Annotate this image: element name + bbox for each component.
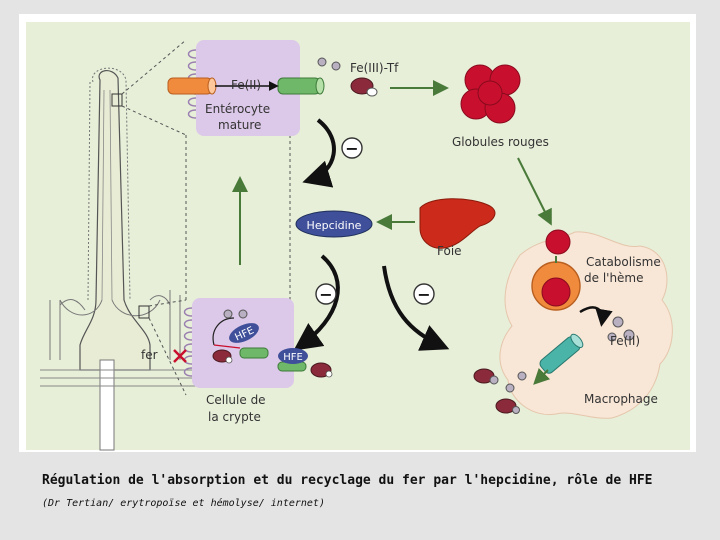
- figure-caption-title: Régulation de l'absorption et du recycla…: [42, 473, 653, 488]
- enterocyte-label: Entérocyte: [205, 102, 270, 116]
- catabolisme-label-line2: de l'hème: [584, 271, 644, 285]
- foie-label: Foie: [437, 244, 462, 258]
- hepcidine-molecule: [295, 210, 373, 238]
- hfe-label-2: HFE: [283, 352, 303, 363]
- zoom-lines: [121, 39, 291, 396]
- minus-badges: [315, 137, 435, 305]
- inhibition-arrows: [293, 118, 450, 351]
- globules-label: Globules rouges: [452, 135, 549, 149]
- catabolisme-label: Catabolisme: [586, 255, 661, 269]
- liver-organ: [419, 198, 496, 249]
- figure-caption-credit: (Dr Tertian/ erytropoïse et hémolyse/ in…: [42, 498, 325, 509]
- minus-sign-macrophage: −: [417, 285, 430, 304]
- blocked-cross-icon: [173, 349, 187, 363]
- iron-dots-top: [317, 57, 341, 71]
- macrophage-cell: [499, 229, 673, 419]
- crypt-label: Cellule de: [206, 393, 266, 407]
- fe2-macrophage-label: Fe(II): [610, 334, 640, 348]
- crypt-cell: [183, 298, 333, 388]
- red-blood-cells: [460, 64, 521, 124]
- fer-label: fer: [141, 348, 158, 362]
- fe3-tf-label: Fe(III)-Tf: [350, 61, 399, 75]
- arrow-to-macrophage: [517, 157, 552, 226]
- transferrin-molecule: [350, 77, 378, 97]
- intestinal-villus: [40, 67, 200, 451]
- hepcidine-label: Hepcidine: [307, 219, 362, 232]
- released-iron: [473, 368, 527, 414]
- enterocyte-label-line2: mature: [218, 118, 261, 132]
- crypt-label-line2: la crypte: [208, 410, 261, 424]
- mature-enterocyte-cell: [167, 40, 325, 136]
- minus-sign-top: −: [345, 139, 358, 158]
- fe2-top-label: Fe(II): [231, 78, 261, 92]
- minus-sign-crypt: −: [319, 285, 332, 304]
- macrophage-label: Macrophage: [584, 392, 658, 406]
